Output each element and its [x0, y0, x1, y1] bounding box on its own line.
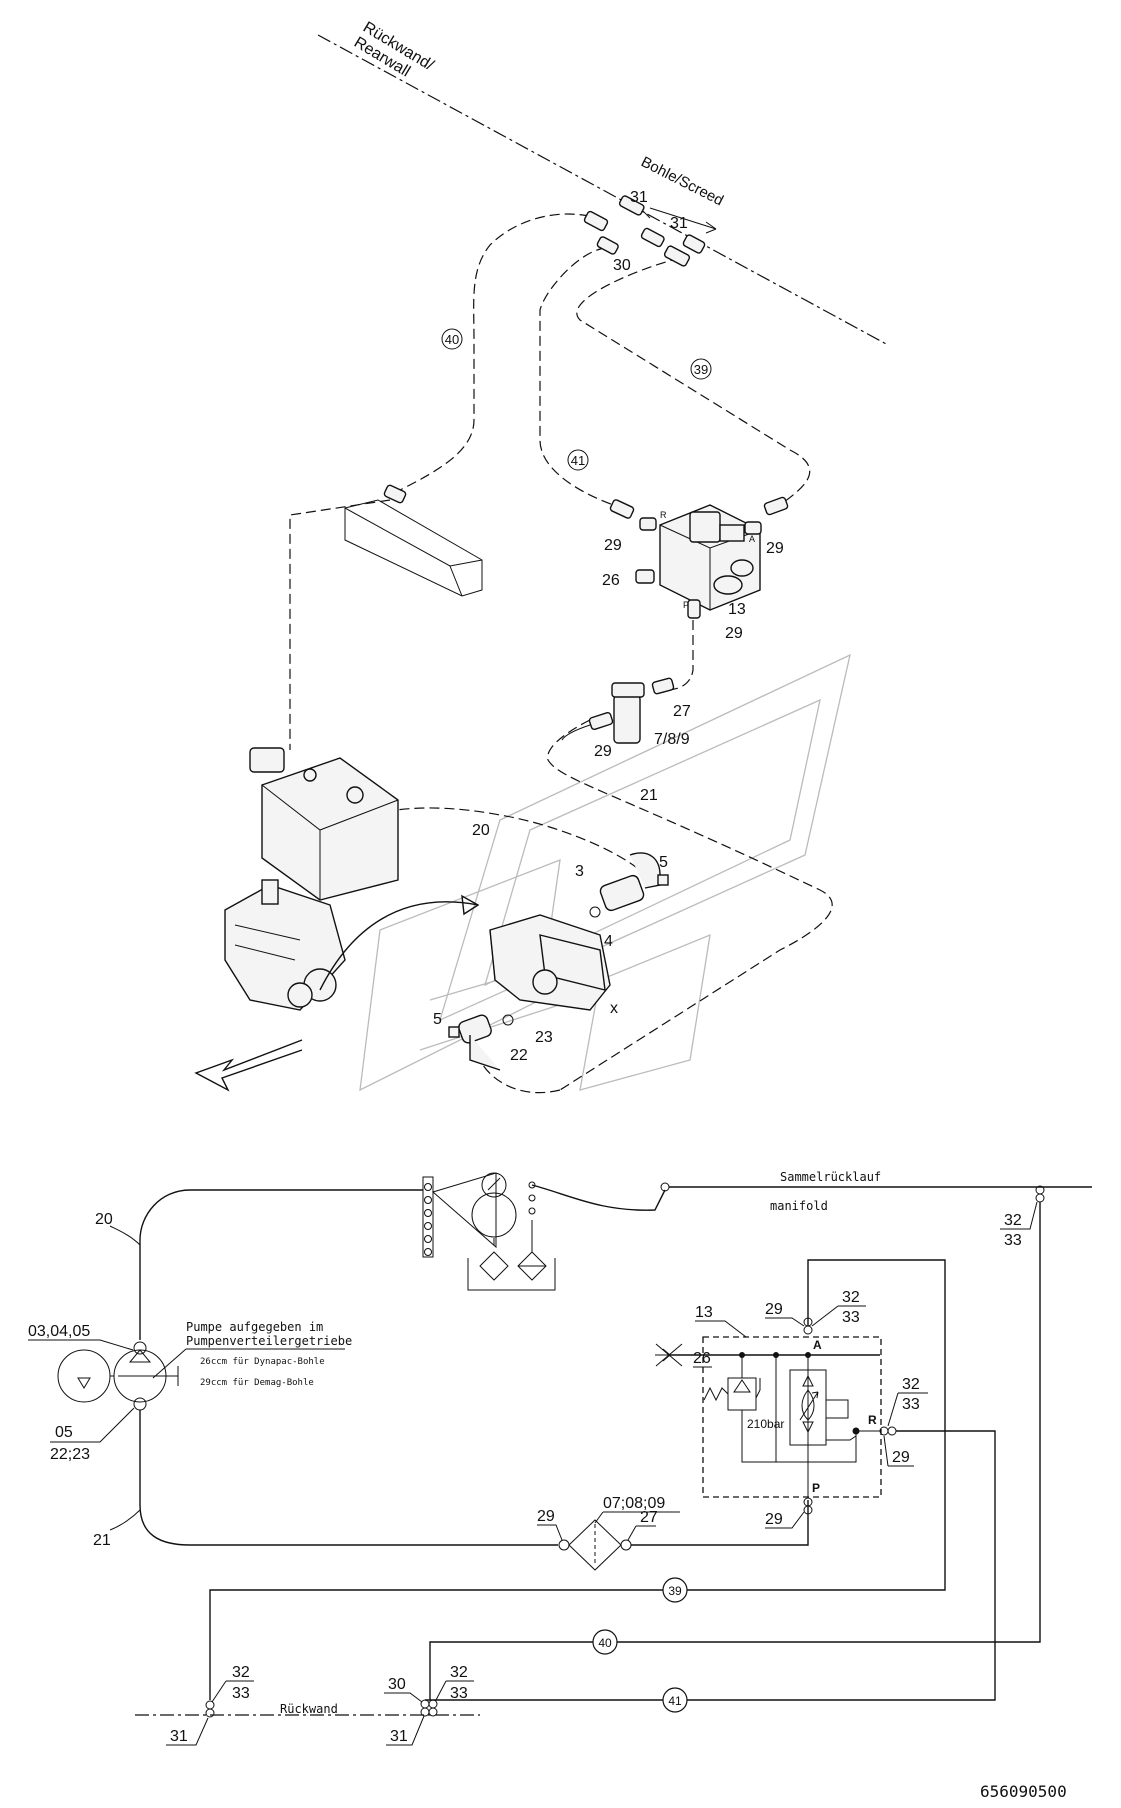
svg-text:27: 27	[640, 1509, 658, 1526]
svg-text:41: 41	[668, 1694, 682, 1708]
svg-text:29: 29	[725, 625, 743, 642]
line-40-callout: 40	[592, 1629, 618, 1655]
svg-text:29: 29	[604, 537, 622, 554]
svg-text:41: 41	[571, 453, 585, 468]
svg-text:33: 33	[902, 1396, 920, 1413]
hose-40-callout: 40	[441, 328, 463, 350]
svg-text:40: 40	[445, 332, 459, 347]
svg-text:31: 31	[630, 189, 648, 206]
svg-text:29: 29	[765, 1301, 783, 1318]
svg-text:7/8/9: 7/8/9	[654, 731, 690, 748]
svg-text:26: 26	[693, 1350, 711, 1367]
svg-text:26: 26	[602, 572, 620, 589]
valve-block-13	[659, 504, 761, 611]
svg-text:31: 31	[390, 1728, 408, 1745]
svg-text:Sammelrücklauf: Sammelrücklauf	[780, 1170, 881, 1184]
hydraulic-schematic: Sammelrücklauf manifold 20 Pumpe aufgege…	[28, 1170, 1092, 1746]
svg-text:32: 32	[1004, 1212, 1022, 1229]
svg-text:29: 29	[892, 1449, 910, 1466]
svg-text:P: P	[812, 1481, 820, 1495]
hydraulic-tank	[249, 747, 399, 901]
svg-text:Rückwand: Rückwand	[280, 1702, 338, 1716]
svg-text:32: 32	[450, 1664, 468, 1681]
svg-text:27: 27	[673, 703, 691, 720]
gear-pump	[489, 914, 611, 1011]
svg-text:32: 32	[902, 1376, 920, 1393]
svg-text:R: R	[868, 1413, 877, 1427]
svg-text:3: 3	[575, 863, 584, 880]
svg-text:20: 20	[472, 822, 490, 839]
svg-text:05: 05	[55, 1424, 73, 1441]
svg-text:30: 30	[388, 1676, 406, 1693]
svg-text:21: 21	[93, 1532, 111, 1549]
svg-text:29ccm für Demag-Bohle: 29ccm für Demag-Bohle	[200, 1378, 314, 1388]
line-39-callout: 39	[662, 1577, 688, 1603]
transfer-arrow	[319, 901, 479, 991]
screed-label: Bohle/Screed	[638, 153, 726, 209]
pump-symbol	[57, 1341, 179, 1411]
direction-arrow	[194, 1039, 303, 1092]
svg-text:30: 30	[613, 257, 631, 274]
svg-text:210bar: 210bar	[747, 1417, 784, 1431]
fitting-40-end	[383, 484, 407, 504]
svg-text:32: 32	[842, 1289, 860, 1306]
drawing-number: 656090500	[980, 1782, 1067, 1801]
filter-symbol	[558, 1519, 632, 1571]
svg-text:31: 31	[170, 1728, 188, 1745]
svg-text:22: 22	[510, 1047, 528, 1064]
svg-text:39: 39	[694, 362, 708, 377]
svg-text:13: 13	[695, 1304, 713, 1321]
svg-text:21: 21	[640, 787, 658, 804]
svg-text:manifold: manifold	[770, 1199, 828, 1213]
isometric-view: Rückwand/Rearwall Bohle/Screed	[194, 19, 889, 1094]
svg-text:A: A	[813, 1338, 822, 1352]
svg-text:5: 5	[433, 1011, 442, 1028]
svg-text:22;23: 22;23	[50, 1446, 90, 1463]
svg-text:5: 5	[659, 854, 668, 871]
pump-gearbox	[224, 879, 346, 1011]
svg-text:13: 13	[728, 601, 746, 618]
svg-text:33: 33	[842, 1309, 860, 1326]
svg-text:26ccm für Dynapac-Bohle: 26ccm für Dynapac-Bohle	[200, 1357, 325, 1367]
svg-text:39: 39	[668, 1584, 682, 1598]
svg-text:03,04,05: 03,04,05	[28, 1323, 90, 1340]
svg-text:33: 33	[450, 1685, 468, 1702]
svg-text:Pumpe aufgegeben im: Pumpe aufgegeben im	[186, 1320, 323, 1334]
mounting-bar	[344, 499, 483, 597]
svg-text:x: x	[610, 1000, 618, 1017]
svg-text:07;08;09: 07;08;09	[603, 1495, 665, 1512]
rear-wall-fittings	[583, 195, 706, 267]
rear-wall-label: Rückwand/Rearwall	[351, 19, 437, 90]
svg-text:32: 32	[232, 1664, 250, 1681]
tank-symbol	[422, 1172, 556, 1291]
svg-text:Pumpenverteilergetriebe: Pumpenverteilergetriebe	[186, 1334, 352, 1348]
hose-39-callout: 39	[690, 358, 712, 380]
svg-text:23: 23	[535, 1029, 553, 1046]
svg-text:A: A	[749, 534, 755, 544]
svg-text:31: 31	[670, 215, 688, 232]
valve-block-13-outline	[702, 1336, 882, 1498]
svg-text:4: 4	[604, 933, 613, 950]
svg-text:29: 29	[537, 1508, 555, 1525]
svg-text:33: 33	[232, 1685, 250, 1702]
line-41-callout: 41	[662, 1687, 688, 1713]
svg-text:40: 40	[598, 1636, 612, 1650]
svg-text:29: 29	[765, 1511, 783, 1528]
filter-789	[561, 677, 675, 744]
svg-text:29: 29	[594, 743, 612, 760]
svg-text:33: 33	[1004, 1232, 1022, 1249]
svg-text:P: P	[683, 600, 689, 610]
svg-text:R: R	[660, 510, 667, 520]
hose-41-callout: 41	[567, 449, 589, 471]
svg-text:29: 29	[766, 540, 784, 557]
svg-text:20: 20	[95, 1211, 113, 1228]
